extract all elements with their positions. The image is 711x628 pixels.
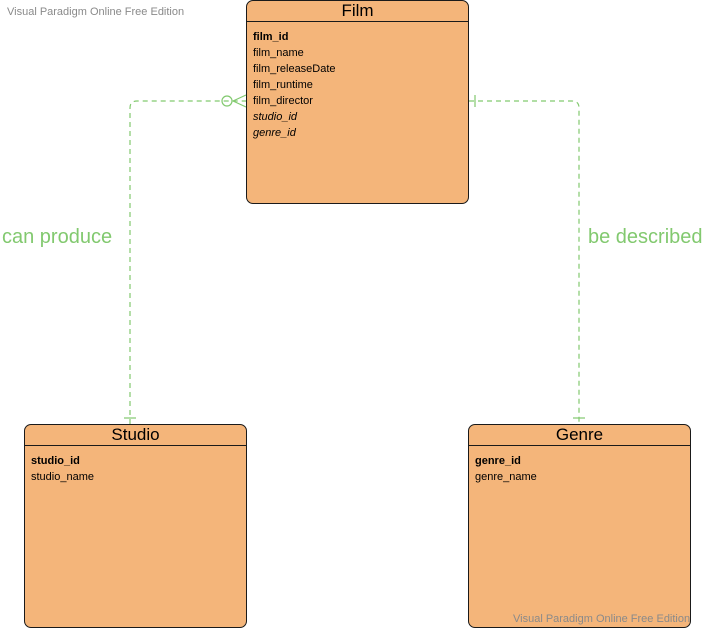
film-many-marker-lower: [232, 100, 247, 108]
relationship-label-can-produce[interactable]: can produce: [2, 226, 113, 248]
field-film-release-date: film_releaseDate: [253, 63, 336, 75]
connector-can-produce[interactable]: [124, 94, 247, 424]
field-studio-id: studio_id: [31, 455, 80, 467]
connector-line-can-produce: [129, 100, 246, 424]
entity-genre-fields: genre_id genre_name: [469, 446, 690, 485]
entity-film[interactable]: Film film_id film_name film_releaseDate …: [246, 0, 469, 204]
entity-studio[interactable]: Studio studio_id studio_name: [24, 424, 247, 628]
field-film-runtime: film_runtime: [253, 79, 313, 91]
field-film-studio-id: studio_id: [253, 111, 298, 123]
connector-be-described[interactable]: [469, 95, 585, 424]
entity-genre-title: Genre: [469, 425, 690, 446]
field-film-name: film_name: [253, 47, 304, 59]
field-studio-name: studio_name: [31, 471, 94, 483]
entity-film-title: Film: [247, 1, 468, 22]
film-many-marker-upper: [232, 94, 247, 102]
field-genre-name: genre_name: [475, 471, 537, 483]
film-zero-marker: [221, 95, 233, 107]
field-film-director: film_director: [253, 95, 313, 107]
entity-genre[interactable]: Genre genre_id genre_name: [468, 424, 691, 628]
watermark-top: Visual Paradigm Online Free Edition: [7, 6, 185, 18]
connector-line-be-described: [469, 100, 580, 424]
entity-film-fields: film_id film_name film_releaseDate film_…: [247, 22, 468, 141]
field-film-id: film_id: [253, 31, 289, 43]
field-genre-id: genre_id: [475, 455, 521, 467]
relationship-label-be-described[interactable]: be described: [588, 226, 703, 248]
watermark-bottom: Visual Paradigm Online Free Edition: [513, 613, 691, 625]
field-film-genre-id: genre_id: [253, 127, 296, 139]
entity-studio-fields: studio_id studio_name: [25, 446, 246, 485]
entity-studio-title: Studio: [25, 425, 246, 446]
